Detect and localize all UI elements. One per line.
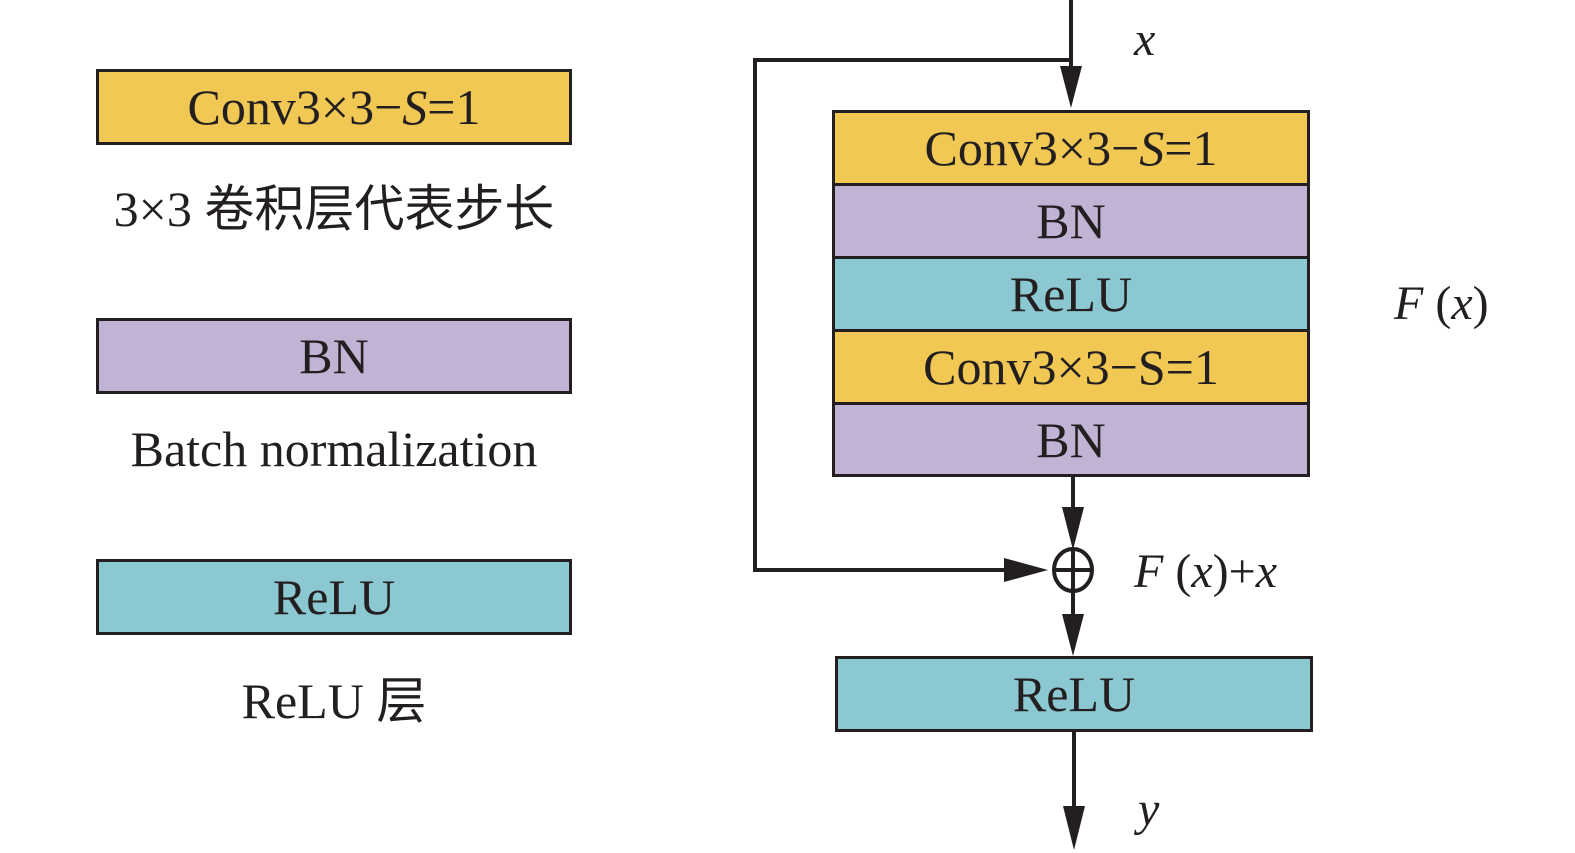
legend-conv-label: Conv3×3−S=1: [187, 79, 481, 135]
sum-label: F (x)+x: [1134, 545, 1277, 598]
legend-conv-caption: 3×3 卷积层代表步长: [113, 181, 555, 237]
block-relu1-label: ReLU: [1009, 266, 1133, 322]
legend-relu-box: ReLU: [96, 559, 572, 635]
block-bn2-label: BN: [1036, 411, 1106, 468]
sum-arrowhead: [1062, 614, 1084, 656]
block-bn1: BN: [832, 183, 1310, 259]
input-arrowhead: [1060, 66, 1082, 108]
legend-bn-box: BN: [96, 318, 572, 394]
output-label: y: [1138, 783, 1160, 836]
block-output-relu: ReLU: [835, 656, 1313, 732]
block-relu1: ReLU: [832, 256, 1310, 332]
block-bn1-label: BN: [1036, 193, 1106, 249]
block-bn2: BN: [832, 402, 1310, 477]
skip-arrowhead: [1004, 558, 1048, 582]
legend-bn-label: BN: [299, 328, 369, 384]
residual-function-label: F (x): [1394, 277, 1489, 330]
block-output-relu-label: ReLU: [1012, 666, 1136, 722]
output-arrowhead: [1063, 806, 1085, 850]
input-label: x: [1134, 13, 1156, 66]
block-conv1: Conv3×3−S=1: [832, 110, 1310, 186]
legend-relu-caption: ReLU 层: [241, 673, 427, 729]
legend-bn-caption: Batch normalization: [130, 421, 538, 477]
sum-icon: [1052, 547, 1094, 593]
block-conv2: Conv3×3−S=1: [832, 329, 1310, 405]
legend-conv-box: Conv3×3−S=1: [96, 69, 572, 145]
legend-relu-label: ReLU: [272, 569, 396, 625]
skip-connection-line: [753, 58, 1071, 572]
block-conv1-label: Conv3×3−S=1: [924, 120, 1218, 176]
fx-arrowhead: [1062, 507, 1084, 550]
block-conv2-label: Conv3×3−S=1: [923, 339, 1219, 395]
